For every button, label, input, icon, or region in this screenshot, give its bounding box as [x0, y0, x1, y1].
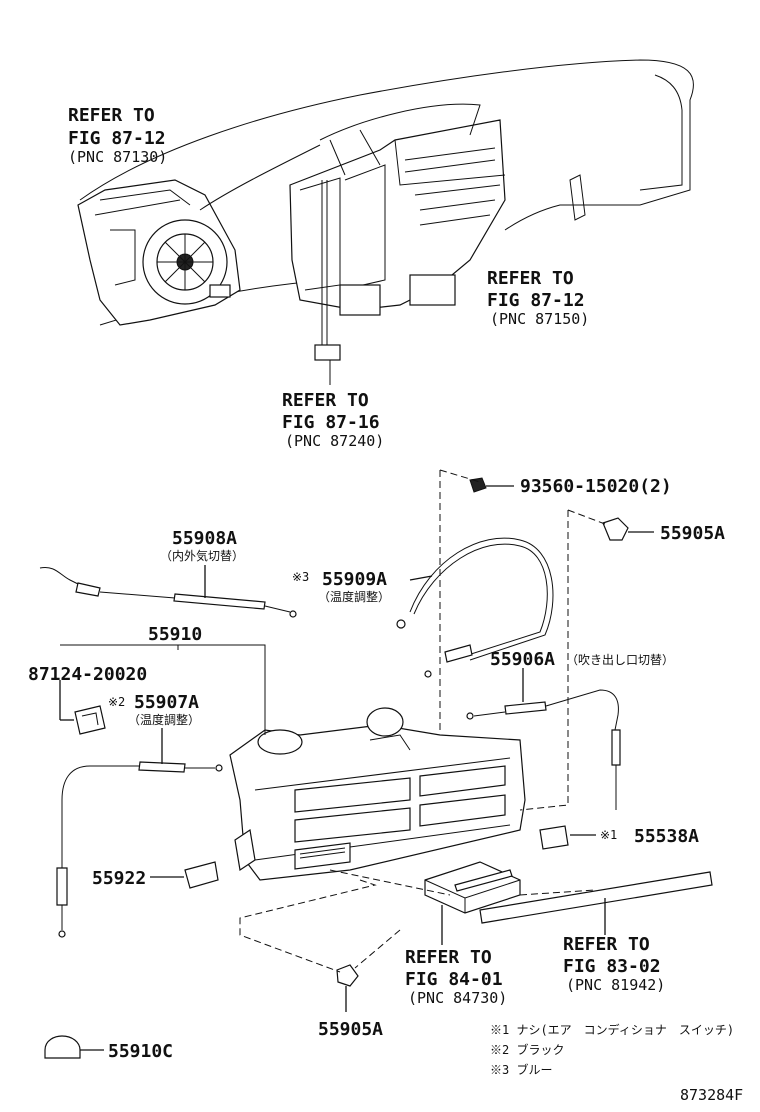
part-55922-label: 55922: [92, 868, 146, 889]
part-55909a-sub: （温度調整）: [318, 589, 390, 604]
part-55909a-mark: ※3: [292, 570, 309, 584]
ref-81942-line1: REFER TO: [563, 934, 650, 955]
ref-87240-line2: FIG 87-16: [282, 412, 380, 433]
part-55538a-mark: ※1: [600, 828, 617, 842]
ref-81942: REFER TO FIG 83-02 (PNC 81942): [563, 934, 665, 994]
part-55908a-label: 55908A: [172, 528, 237, 549]
figure-id: 873284F: [680, 1086, 743, 1104]
part-55909a-label: 55909A: [322, 569, 387, 590]
footnote-2: ※2 ブラック: [490, 1042, 564, 1057]
leader-lines: [60, 360, 606, 973]
footnotes: ※1 ナシ(エア コンディショナ スイッチ) ※2 ブラック ※3 ブルー: [490, 1022, 734, 1077]
ref-84730-line2: FIG 84-01: [405, 969, 503, 990]
ref-87150-line2: FIG 87-12: [487, 290, 585, 311]
part-55907a-mark: ※2: [108, 695, 125, 709]
ref-87240: REFER TO FIG 87-16 (PNC 87240): [282, 390, 384, 450]
ref-87130-line2: FIG 87-12: [68, 128, 166, 149]
ref-87150-line3: (PNC 87150): [490, 310, 589, 328]
part-55907a-label: 55907A: [134, 692, 199, 713]
part-55910c-label: 55910C: [108, 1041, 173, 1062]
ref-84730: REFER TO FIG 84-01 (PNC 84730): [405, 947, 507, 1007]
part-93560-label: 93560-15020(2): [520, 476, 672, 497]
part-55538a-label: 55538A: [634, 826, 699, 847]
ref-87150-line1: REFER TO: [487, 268, 574, 289]
part-55908a-sub: （内外気切替）: [160, 548, 244, 563]
control-assembly-body: [229, 707, 526, 881]
ref-84730-line3: (PNC 84730): [408, 989, 507, 1007]
ref-81942-line2: FIG 83-02: [563, 956, 661, 977]
ref-87130: REFER TO FIG 87-12 (PNC 87130): [68, 105, 167, 166]
footnote-1: ※1 ナシ(エア コンディショナ スイッチ): [490, 1022, 734, 1037]
ref-87150: REFER TO FIG 87-12 (PNC 87150): [487, 268, 589, 328]
part-87124-label: 87124-20020: [28, 664, 147, 685]
part-55907a-sub: （温度調整）: [128, 712, 200, 727]
ref-87130-line3: (PNC 87130): [68, 148, 167, 166]
part-55910-label: 55910: [148, 624, 202, 645]
heater-core-unit: [199, 103, 506, 361]
ref-81942-line3: (PNC 81942): [566, 976, 665, 994]
blower-unit: [77, 179, 241, 326]
part-55906a-sub: （吹き出し口切替）: [566, 653, 674, 667]
ref-84730-line1: REFER TO: [405, 947, 492, 968]
part-55905a-top-label: 55905A: [660, 523, 725, 544]
part-55906a-label: 55906A: [490, 649, 555, 670]
ref-87240-line1: REFER TO: [282, 390, 369, 411]
part-55905a-bottom-label: 55905A: [318, 1019, 383, 1040]
footnote-3: ※3 ブルー: [490, 1062, 552, 1077]
ref-87240-line3: (PNC 87240): [285, 432, 384, 450]
hardware-parts: [39, 477, 713, 1059]
ref-87130-line1: REFER TO: [68, 105, 155, 126]
